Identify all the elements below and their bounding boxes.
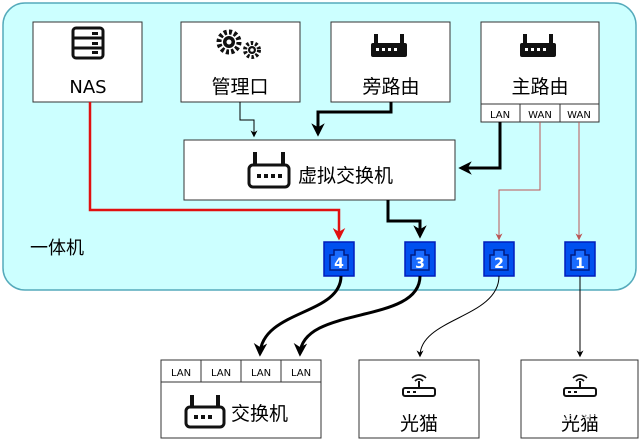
router-icon <box>371 34 407 57</box>
virtual-switch-node: 虚拟交换机 <box>183 139 456 201</box>
link-main-router-lan-to-virtual-switch <box>458 122 502 175</box>
bypass-router-label: 旁路由 <box>362 76 419 98</box>
modem-node-left: 光猫 <box>358 359 480 439</box>
link-management-to-virtual-switch <box>239 102 258 138</box>
port-4-number: 4 <box>334 256 344 272</box>
management-port-label: 管理口 <box>211 76 268 98</box>
link-main-router-wan-to-port-2 <box>495 122 541 241</box>
link-port-3-to-switch <box>293 275 422 357</box>
main-router-label: 主路由 <box>511 76 568 98</box>
router-icon <box>520 34 556 57</box>
router-icon <box>247 152 291 189</box>
nas-label: NAS <box>69 77 106 98</box>
modem-node-right: 光猫 <box>520 359 639 439</box>
gears-icon <box>216 29 261 59</box>
port-2-number: 2 <box>494 256 504 272</box>
main-router-node: 主路由 LAN WAN WAN <box>480 21 600 123</box>
modem-icon <box>563 374 597 397</box>
main-router-port-lan: LAN <box>490 110 510 121</box>
virtual-switch-label: 虚拟交换机 <box>298 165 393 187</box>
physical-port-1: 1 <box>564 241 596 277</box>
main-router-port-wan-1: WAN <box>528 110 552 121</box>
switch-port-lan-3: LAN <box>251 368 271 379</box>
switch-port-lan-1: LAN <box>171 368 191 379</box>
bypass-router-node: 旁路由 <box>330 21 451 103</box>
link-bypass-router-to-virtual-switch <box>311 102 393 137</box>
nas-node: NAS <box>32 21 143 103</box>
router-icon <box>184 395 226 429</box>
physical-port-4: 4 <box>323 241 355 277</box>
link-virtual-switch-to-port-3 <box>386 200 427 239</box>
port-3-number: 3 <box>415 256 425 272</box>
link-nas-to-port-4 <box>88 102 346 241</box>
modem-right-label: 光猫 <box>561 413 599 435</box>
management-port-node: 管理口 <box>180 21 301 103</box>
switch-label: 交换机 <box>231 403 288 425</box>
host-machine-label: 一体机 <box>30 238 84 259</box>
port-1-number: 1 <box>575 256 585 272</box>
switch-port-lan-2: LAN <box>211 368 231 379</box>
main-router-port-wan-2: WAN <box>567 110 591 121</box>
switch-port-lan-4: LAN <box>291 368 311 379</box>
server-icon <box>71 26 105 60</box>
switch-node: LAN LAN LAN LAN 交换机 <box>160 359 322 439</box>
physical-port-2: 2 <box>483 241 515 277</box>
link-port-4-to-switch <box>253 275 343 357</box>
watermark: 知乎 @番薯 <box>524 402 609 421</box>
modem-left-label: 光猫 <box>400 413 438 435</box>
physical-port-3: 3 <box>404 241 436 277</box>
link-port-2-to-modem <box>416 275 500 358</box>
modem-icon <box>402 374 436 397</box>
